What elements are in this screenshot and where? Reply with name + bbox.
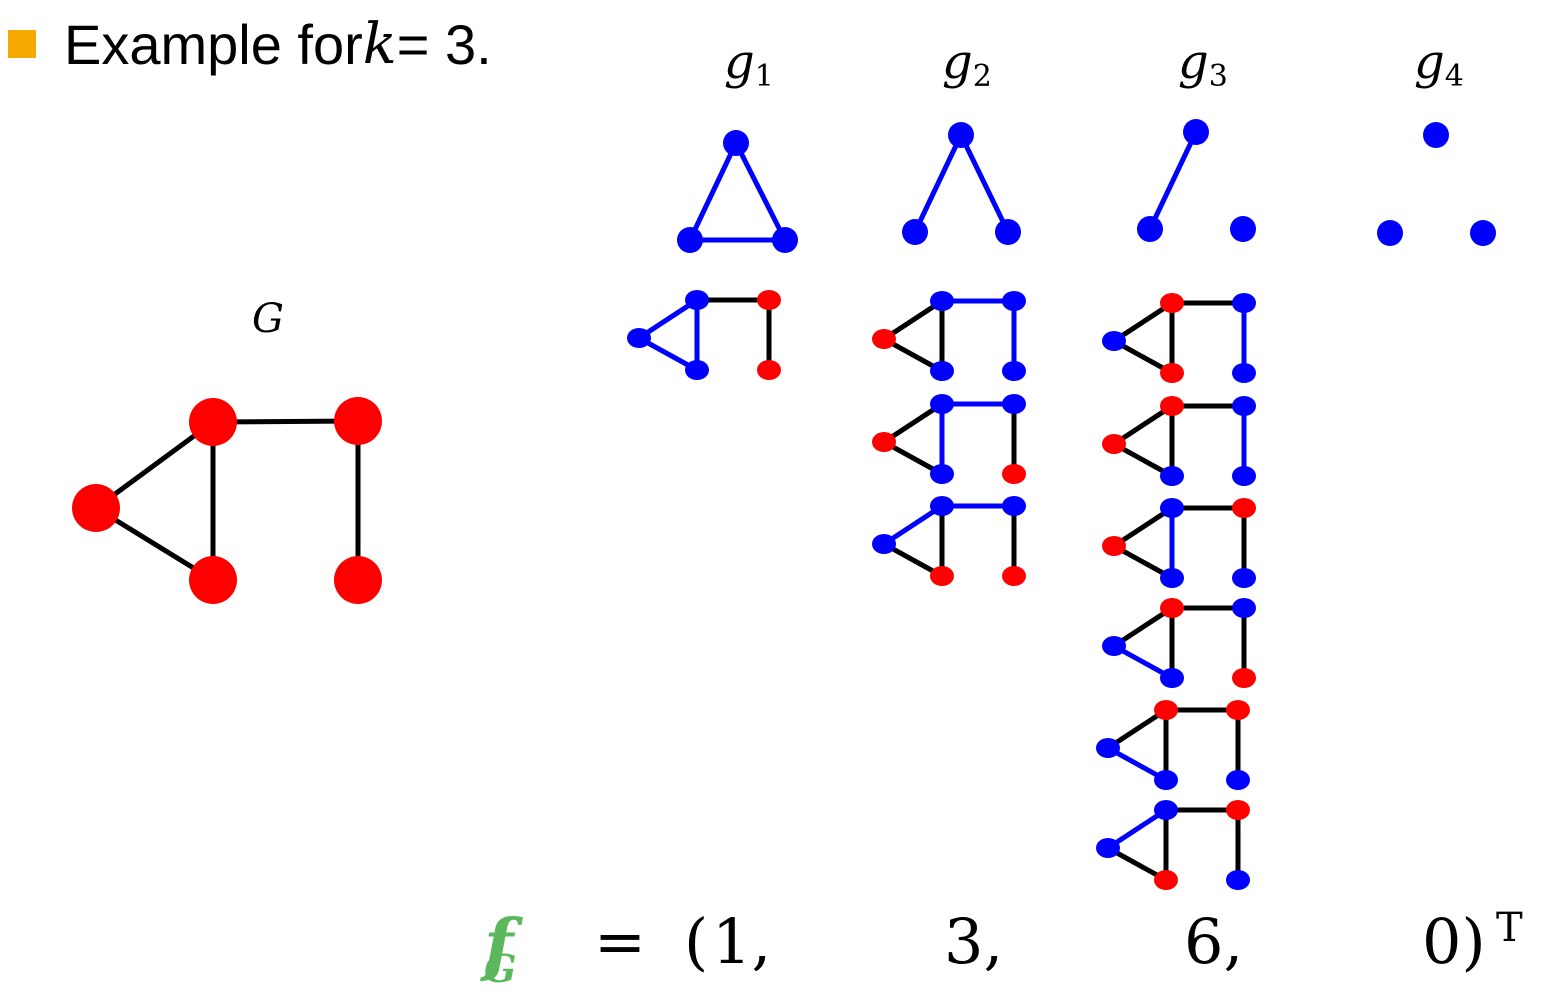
occurrence-node bbox=[1002, 566, 1026, 586]
vector-value-3: 6, bbox=[1184, 905, 1244, 978]
occurrence-edge bbox=[882, 298, 944, 342]
occurrence-7 bbox=[1102, 498, 1256, 588]
occurrence-node bbox=[757, 290, 781, 310]
occurrence-10 bbox=[1096, 800, 1250, 890]
occurrence-node bbox=[930, 566, 954, 586]
occurrence-node bbox=[1102, 331, 1126, 351]
occurrence-node bbox=[930, 394, 954, 414]
graphlet-label-g1: g1 bbox=[724, 34, 774, 94]
occurrence-node bbox=[930, 361, 954, 381]
occurrence-2 bbox=[872, 291, 1026, 381]
graph-G bbox=[72, 397, 382, 604]
occurrence-node bbox=[685, 360, 709, 380]
occurrence-9 bbox=[1096, 700, 1250, 790]
occurrence-node bbox=[1232, 498, 1256, 518]
occurrence-node bbox=[1160, 363, 1184, 383]
occurrence-node bbox=[1226, 870, 1250, 890]
occurrence-edge bbox=[1106, 807, 1168, 851]
graphlet-g3 bbox=[1137, 119, 1256, 242]
occurrence-node bbox=[930, 291, 954, 311]
occurrence-edge bbox=[882, 503, 944, 547]
vector-value-2: 3, bbox=[944, 905, 1004, 978]
occurrence-edge bbox=[1112, 403, 1174, 447]
occurrence-node bbox=[1002, 394, 1026, 414]
vector-equals: = bbox=[594, 905, 646, 978]
occurrence-node bbox=[1002, 361, 1026, 381]
occurrence-node bbox=[627, 328, 651, 348]
graphlet-g4 bbox=[1377, 122, 1496, 246]
occurrence-node bbox=[1226, 770, 1250, 790]
occurrence-node bbox=[930, 496, 954, 516]
occurrence-node bbox=[1002, 464, 1026, 484]
occurrence-node bbox=[1232, 293, 1256, 313]
graphlet-g1 bbox=[677, 130, 798, 253]
occurrence-node bbox=[1154, 870, 1178, 890]
title-suffix: = 3. bbox=[396, 12, 492, 76]
occurrence-node bbox=[1226, 800, 1250, 820]
bullet-square bbox=[8, 30, 36, 58]
title-variable: k bbox=[362, 11, 397, 77]
occurrence-node bbox=[1102, 434, 1126, 454]
occurrence-node bbox=[1102, 536, 1126, 556]
occurrence-node bbox=[1232, 363, 1256, 383]
occurrence-node bbox=[872, 534, 896, 554]
occurrence-edge bbox=[1112, 605, 1174, 649]
graphlet-label-g4: g4 bbox=[1414, 34, 1464, 94]
occurrence-edge bbox=[1112, 300, 1174, 344]
occurrence-node bbox=[1160, 498, 1184, 518]
occurrence-node bbox=[1232, 598, 1256, 618]
occurrences bbox=[627, 290, 1256, 890]
occurrence-node bbox=[872, 329, 896, 349]
graph-label: G bbox=[252, 296, 284, 342]
occurrence-edge bbox=[637, 297, 699, 341]
occurrence-node bbox=[1154, 800, 1178, 820]
occurrence-edge bbox=[1112, 505, 1174, 549]
occurrence-edge bbox=[882, 401, 944, 445]
occurrence-node bbox=[1160, 568, 1184, 588]
occurrence-node bbox=[1160, 668, 1184, 688]
occurrence-edge bbox=[1106, 707, 1168, 751]
graphlet-label-g2: g2 bbox=[942, 34, 992, 94]
slide-title: Example for k = 3. bbox=[0, 4, 492, 84]
occurrence-4 bbox=[872, 496, 1026, 586]
occurrence-node bbox=[1160, 396, 1184, 416]
occurrence-node bbox=[1096, 838, 1120, 858]
occurrence-node bbox=[1096, 738, 1120, 758]
occurrence-3 bbox=[872, 394, 1026, 484]
occurrence-node bbox=[1160, 466, 1184, 486]
occurrence-node bbox=[1160, 293, 1184, 313]
occurrence-node bbox=[1102, 636, 1126, 656]
occurrence-6 bbox=[1102, 396, 1256, 486]
occurrence-8 bbox=[1102, 598, 1256, 688]
title-prefix: Example for bbox=[64, 12, 363, 76]
graphlet-label-g3: g3 bbox=[1178, 34, 1228, 94]
occurrence-node bbox=[1160, 598, 1184, 618]
occurrence-node bbox=[1154, 700, 1178, 720]
occurrence-5 bbox=[1102, 293, 1256, 383]
occurrence-node bbox=[1002, 496, 1026, 516]
occurrence-node bbox=[1002, 291, 1026, 311]
occurrence-node bbox=[872, 432, 896, 452]
occurrence-node bbox=[1232, 396, 1256, 416]
vector-open-paren: ( bbox=[684, 905, 709, 978]
vector-value-1: 1, bbox=[712, 905, 772, 978]
occurrence-node bbox=[757, 360, 781, 380]
occurrence-1 bbox=[627, 290, 781, 380]
occurrence-node bbox=[1232, 568, 1256, 588]
occurrence-node bbox=[1232, 466, 1256, 486]
occurrence-node bbox=[1154, 770, 1178, 790]
vector-value-4: 0) bbox=[1422, 905, 1486, 978]
occurrence-node bbox=[1232, 668, 1256, 688]
vector-transpose: T bbox=[1496, 905, 1523, 951]
occurrence-node bbox=[930, 464, 954, 484]
graphlet-g2 bbox=[902, 122, 1021, 245]
occurrence-node bbox=[1226, 700, 1250, 720]
occurrence-node bbox=[685, 290, 709, 310]
